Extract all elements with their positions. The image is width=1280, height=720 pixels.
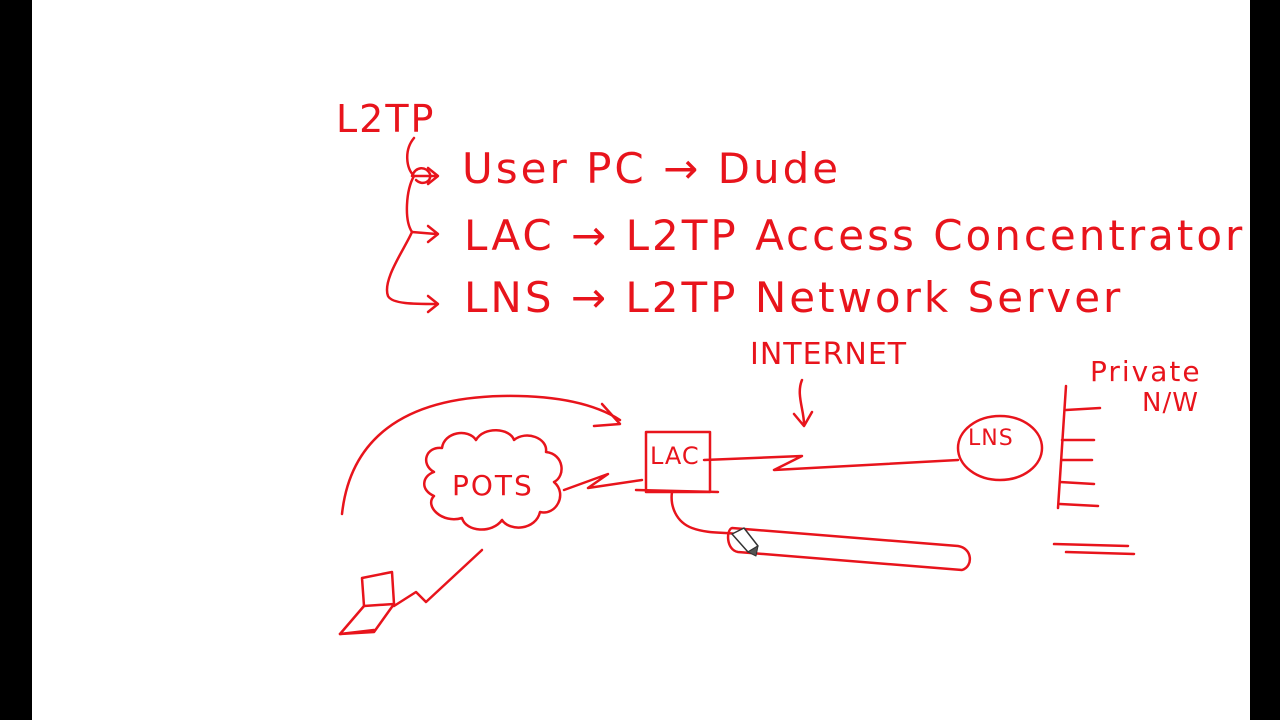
internet-label: INTERNET [750,337,908,372]
definition-arrow: → [571,211,610,260]
definition-user-pc: User PC → Dude [462,148,841,190]
private-underline-2 [1064,550,1136,556]
bracket-arrow-3 [426,294,440,314]
definition-term: User PC [462,144,647,193]
lac-box-base [634,488,720,494]
definition-arrow: → [570,273,610,322]
tunnel-feed [670,490,738,536]
lns-label: LNS [968,426,1014,451]
bracket-arrow-1 [412,166,440,186]
private-nw-label: N/W [1142,388,1199,418]
dialup-arc [340,394,622,516]
dialup-arc-arrowhead [592,402,622,428]
bracket-loop [410,167,432,185]
whiteboard-canvas: L2TP User PC → Dude LAC → L2TP Access Co… [32,0,1250,720]
lac-label: LAC [650,442,700,470]
internet-link [702,454,960,472]
whiteboard-drawing [338,136,1136,636]
tunnel-tube [726,526,971,572]
private-underline-1 [1052,542,1130,548]
pen-cursor-icon [731,527,759,557]
definition-meaning: Dude [717,144,842,193]
definition-lns: LNS → L2TP Network Server [464,277,1123,319]
lns-circle [956,414,1044,482]
laptop-icon [338,570,396,636]
private-bus [1056,384,1068,510]
pots-cloud [423,429,563,531]
bracket-arrow-2 [410,224,440,244]
internet-arrow [792,378,814,428]
private-branch-4 [1058,480,1096,486]
definition-arrow: → [663,144,702,193]
definition-meaning: L2TP Access Concentrator [625,211,1246,260]
private-branch-5 [1058,502,1100,508]
pots-label: POTS [452,469,534,502]
laptop-pots-link [392,548,484,608]
bracket-connector [385,136,438,306]
private-label: Private [1090,355,1202,388]
title-l2tp: L2TP [336,97,436,141]
definition-lac: LAC → L2TP Access Concentrator [464,215,1245,257]
pots-lac-link [562,472,644,492]
private-branch-1 [1064,406,1102,412]
definition-term: LNS [464,273,555,322]
definition-meaning: L2TP Network Server [625,273,1124,322]
definition-term: LAC [464,211,555,260]
